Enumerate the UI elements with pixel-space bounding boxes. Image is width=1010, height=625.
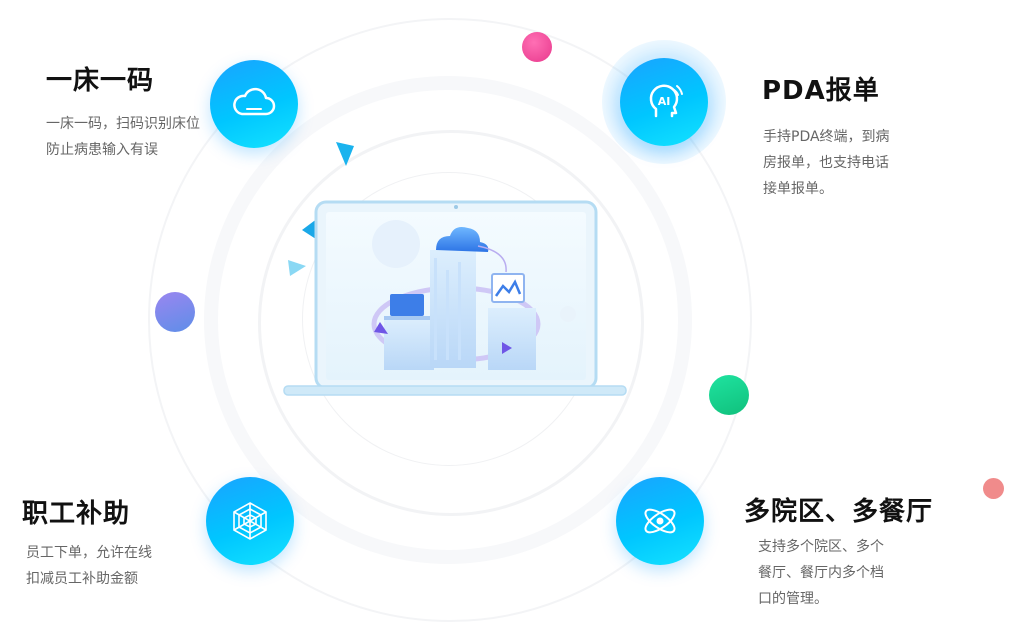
feature-title-pda: PDA报单	[762, 76, 880, 106]
feature-desc-pda: 手持PDA终端，到病 房报单，也支持电话 接单报单。	[763, 129, 890, 197]
laptop-illustration	[283, 200, 627, 396]
atom-icon	[616, 477, 704, 565]
feature-desc-subsidy: 员工下单，允许在线 扣减员工补助金额	[26, 545, 152, 587]
decorative-dot-coral	[983, 478, 1004, 499]
feature-desc-multi-campus: 支持多个院区、多个 餐厅、餐厅内多个档 口的管理。	[758, 539, 884, 607]
ai-head-icon: AI	[620, 58, 708, 146]
web-icon	[206, 477, 294, 565]
decorative-dot-purple	[155, 292, 195, 332]
decorative-triangle	[336, 142, 354, 166]
cloud-icon	[210, 60, 298, 148]
decorative-triangle	[288, 260, 306, 276]
feature-title-multi-campus: 多院区、多餐厅	[744, 497, 934, 527]
decorative-dot-green	[709, 375, 749, 415]
feature-desc-bed-code: 一床一码，扫码识别床位 防止病患输入有误	[46, 116, 200, 158]
feature-title-subsidy: 职工补助	[22, 499, 131, 529]
decorative-dot-pink	[522, 32, 552, 62]
feature-title-bed-code: 一床一码	[46, 66, 155, 96]
svg-text:AI: AI	[658, 95, 671, 108]
